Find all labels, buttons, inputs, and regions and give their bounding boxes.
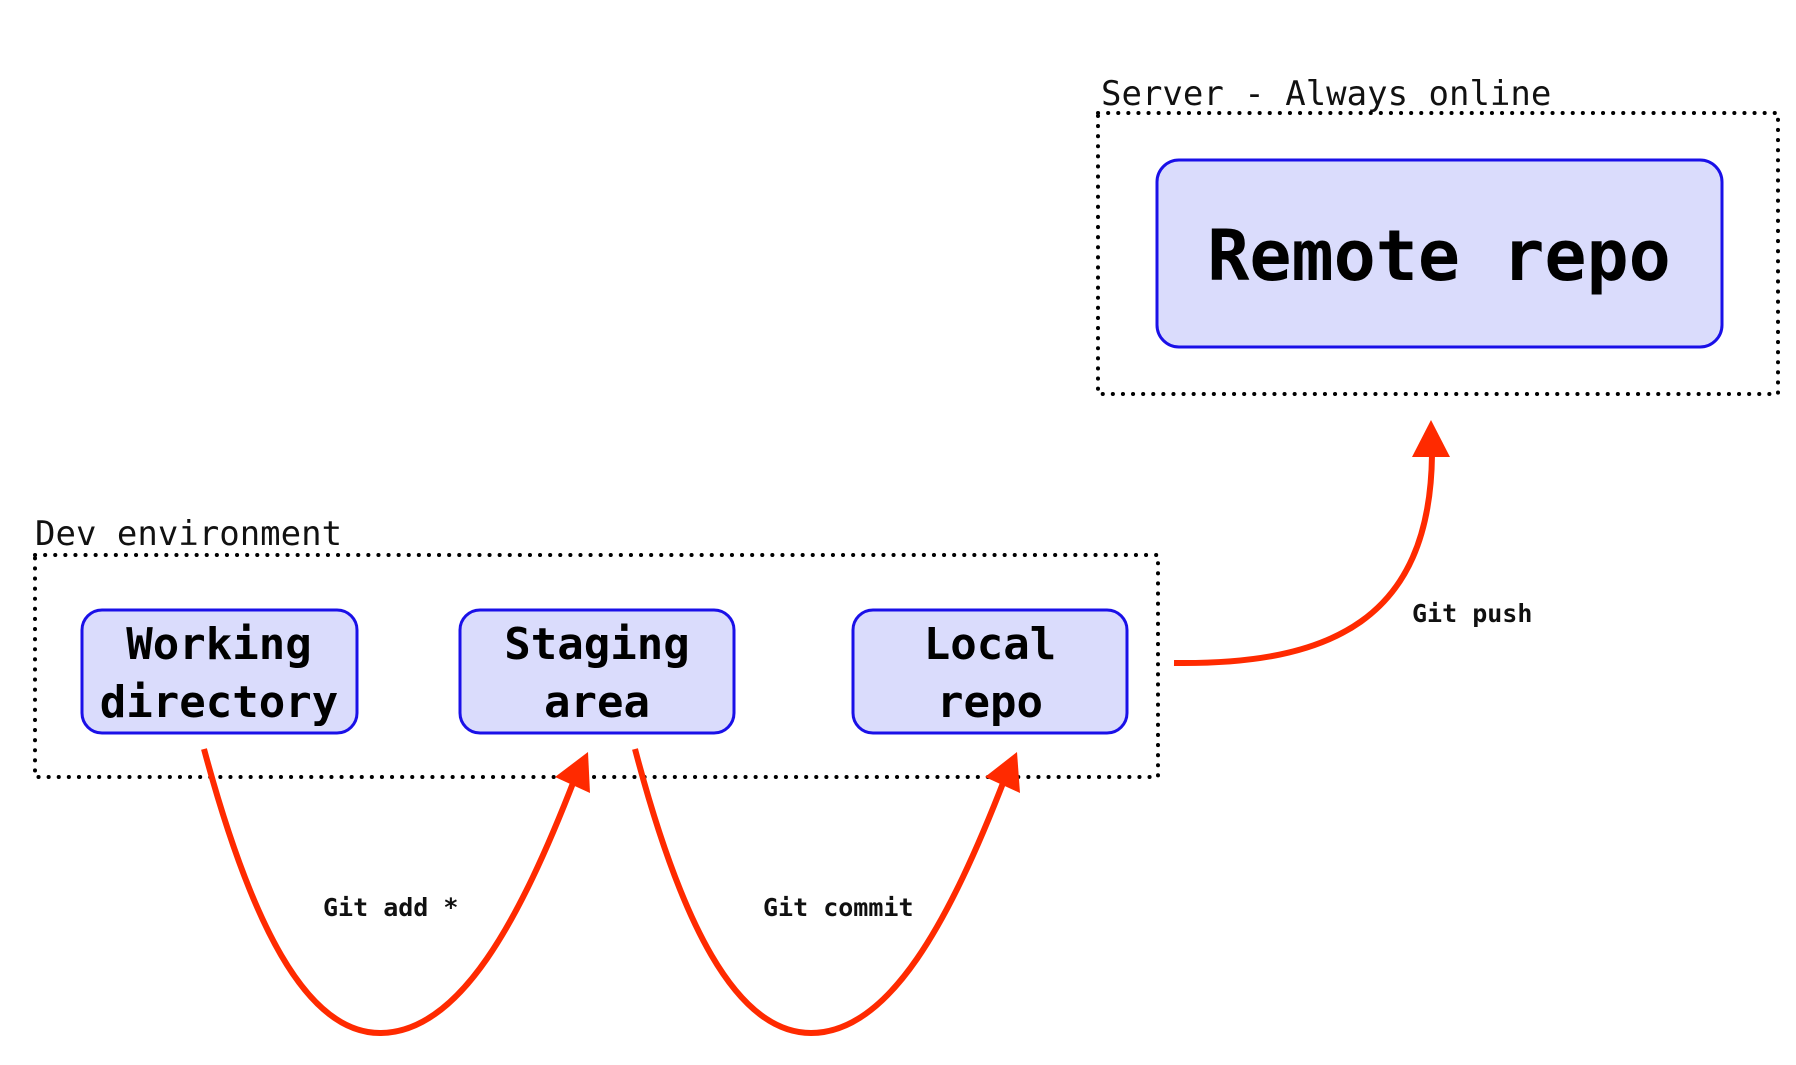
staging-area-node[interactable]: Staging area [458,608,736,735]
server-group-border [1096,111,1780,396]
local-repo-box[interactable] [851,608,1129,735]
staging-area-label-line2: area [544,677,650,728]
local-repo-label-line2: repo [937,677,1043,728]
dev-group-label: Dev environment [35,514,342,554]
git-commit-arrow: Git commit [632,748,1020,1037]
git-commit-arrowhead-icon [985,752,1020,793]
working-directory-label-line1: Working [126,619,311,670]
staging-area-label-line1: Staging [504,619,689,670]
remote-repo-label: Remote repo [1207,215,1671,297]
server-group: Server - Always online Remote repo [1096,74,1780,396]
git-push-arrowhead-icon [1412,420,1450,457]
git-push-arrow-line [1173,454,1435,667]
server-group-label: Server - Always online [1101,74,1551,114]
git-push-arrow: Git push [1173,420,1532,667]
git-commit-arrow-line [632,748,1008,1037]
dev-group-border [33,553,1160,779]
working-directory-node[interactable]: Working directory [80,608,359,735]
local-repo-label-line1: Local [924,619,1056,670]
remote-repo-box[interactable] [1155,158,1724,349]
working-directory-box[interactable] [80,608,359,735]
working-directory-label-line2: directory [100,677,338,728]
git-add-arrow-line [201,748,578,1037]
remote-repo-node[interactable]: Remote repo [1155,158,1724,349]
git-commit-label: Git commit [763,893,914,922]
git-add-label: Git add * [323,893,458,922]
git-add-arrow: Git add * [201,748,590,1037]
dev-group: Dev environment Working directory Stagin… [33,514,1160,779]
local-repo-node[interactable]: Local repo [851,608,1129,735]
git-push-label: Git push [1412,599,1532,628]
git-add-arrowhead-icon [555,752,590,793]
staging-area-box[interactable] [458,608,736,735]
